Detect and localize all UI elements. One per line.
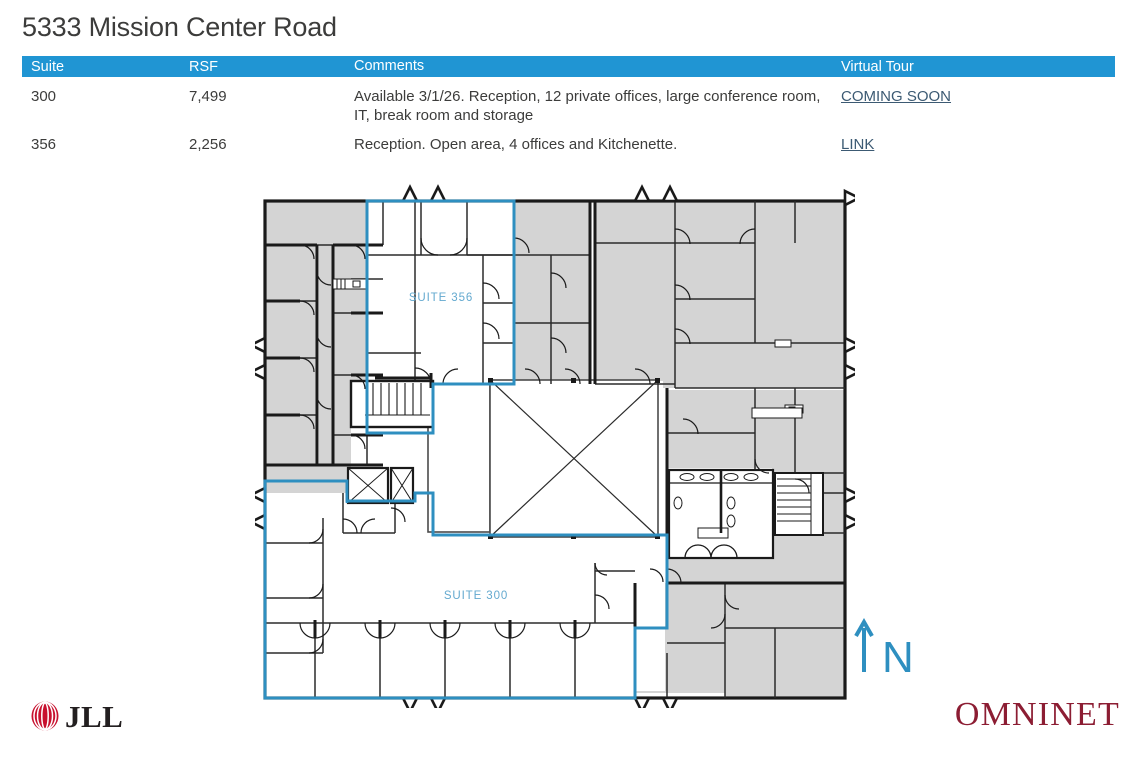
restroom-core <box>667 468 775 560</box>
cell-suite: 300 <box>31 88 57 105</box>
jll-logo: JLL <box>30 697 123 735</box>
cell-comments: Reception. Open area, 4 offices and Kitc… <box>354 135 678 153</box>
column-header-virtual-tour: Virtual Tour <box>841 58 914 75</box>
atrium-diagonals <box>489 379 659 538</box>
table-row: 300 7,499 Available 3/1/26. Reception, 1… <box>22 77 1115 126</box>
elevator-core <box>346 466 415 505</box>
cell-suite: 356 <box>31 135 57 153</box>
north-letter: N <box>882 633 914 678</box>
north-indicator: N <box>852 616 932 682</box>
floor-plan[interactable]: SUITE 356 SUITE 300 <box>255 183 855 708</box>
table-header-row: Suite RSF Comments Virtual Tour <box>22 56 1115 77</box>
cell-virtual-tour: COMING SOON <box>838 88 1115 105</box>
suite-300-label: SUITE 300 <box>444 590 508 602</box>
north-arrow-icon <box>854 617 874 672</box>
suite-356-label: SUITE 356 <box>409 292 473 304</box>
jll-wordmark: JLL <box>65 698 124 734</box>
suite-356-outline <box>365 199 516 435</box>
cell-rsf: 2,256 <box>189 135 227 153</box>
stair-core-right <box>774 472 824 536</box>
stair-core-upper <box>349 379 435 429</box>
virtual-tour-link[interactable]: COMING SOON <box>841 88 952 105</box>
column-header-suite: Suite <box>31 58 65 75</box>
cell-comments: Available 3/1/26. Reception, 12 private … <box>354 88 821 124</box>
cell-rsf: 7,499 <box>189 88 227 105</box>
door-leaves <box>313 333 577 638</box>
table-row: 356 2,256 Reception. Open area, 4 office… <box>22 126 1115 155</box>
column-header-comments: Comments <box>354 58 425 75</box>
door-swings <box>299 228 810 654</box>
fixtures <box>332 278 804 419</box>
omninet-logo: OMNINET <box>954 696 1120 733</box>
virtual-tour-link[interactable]: LINK <box>841 135 875 153</box>
page-title: 5333 Mission Center Road <box>22 12 337 42</box>
suite-highlight-accents <box>345 481 433 503</box>
central-atrium <box>427 379 659 538</box>
listing-table: Suite RSF Comments Virtual Tour 300 7,49… <box>22 56 1115 155</box>
column-header-rsf: RSF <box>189 58 218 75</box>
jll-mark-icon <box>31 701 59 731</box>
cell-virtual-tour: LINK <box>838 136 1115 153</box>
